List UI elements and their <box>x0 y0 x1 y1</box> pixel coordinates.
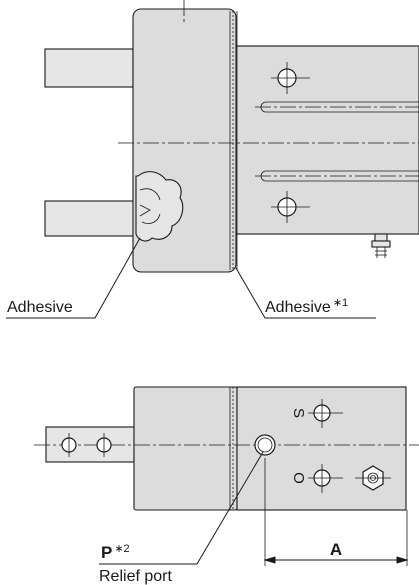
port-s-letter: S <box>290 408 307 418</box>
p-port-label: P∗2 <box>101 543 130 562</box>
side-view: S O A P∗2 Relief port <box>34 386 419 585</box>
adhesive-note-marker: ∗1 <box>333 297 348 309</box>
p-note-marker: ∗2 <box>114 543 129 555</box>
dimension-a-label: A <box>330 540 342 559</box>
upper-mounting-hole <box>271 62 310 94</box>
right-plate <box>235 45 419 235</box>
adhesive-label-left: Adhesive <box>7 299 73 316</box>
lower-mounting-hole <box>271 191 310 223</box>
shaft <box>45 426 135 463</box>
adhesive-label-right: Adhesive∗1 <box>265 297 348 316</box>
relief-port-label: Relief port <box>99 568 172 585</box>
top-view: Adhesive Adhesive∗1 <box>6 0 419 319</box>
port-o: O <box>290 464 343 493</box>
upper-rod <box>44 48 134 88</box>
side-main-body <box>133 386 238 511</box>
port-s: S <box>290 399 343 428</box>
hex-fitting <box>355 465 391 491</box>
shaft-hole-right <box>96 433 112 457</box>
lower-rod <box>44 200 146 237</box>
port-o-letter: O <box>290 472 307 484</box>
bottom-fitting <box>371 233 391 258</box>
shaft-hole-left <box>61 433 77 457</box>
relief-port-hole <box>254 434 276 456</box>
